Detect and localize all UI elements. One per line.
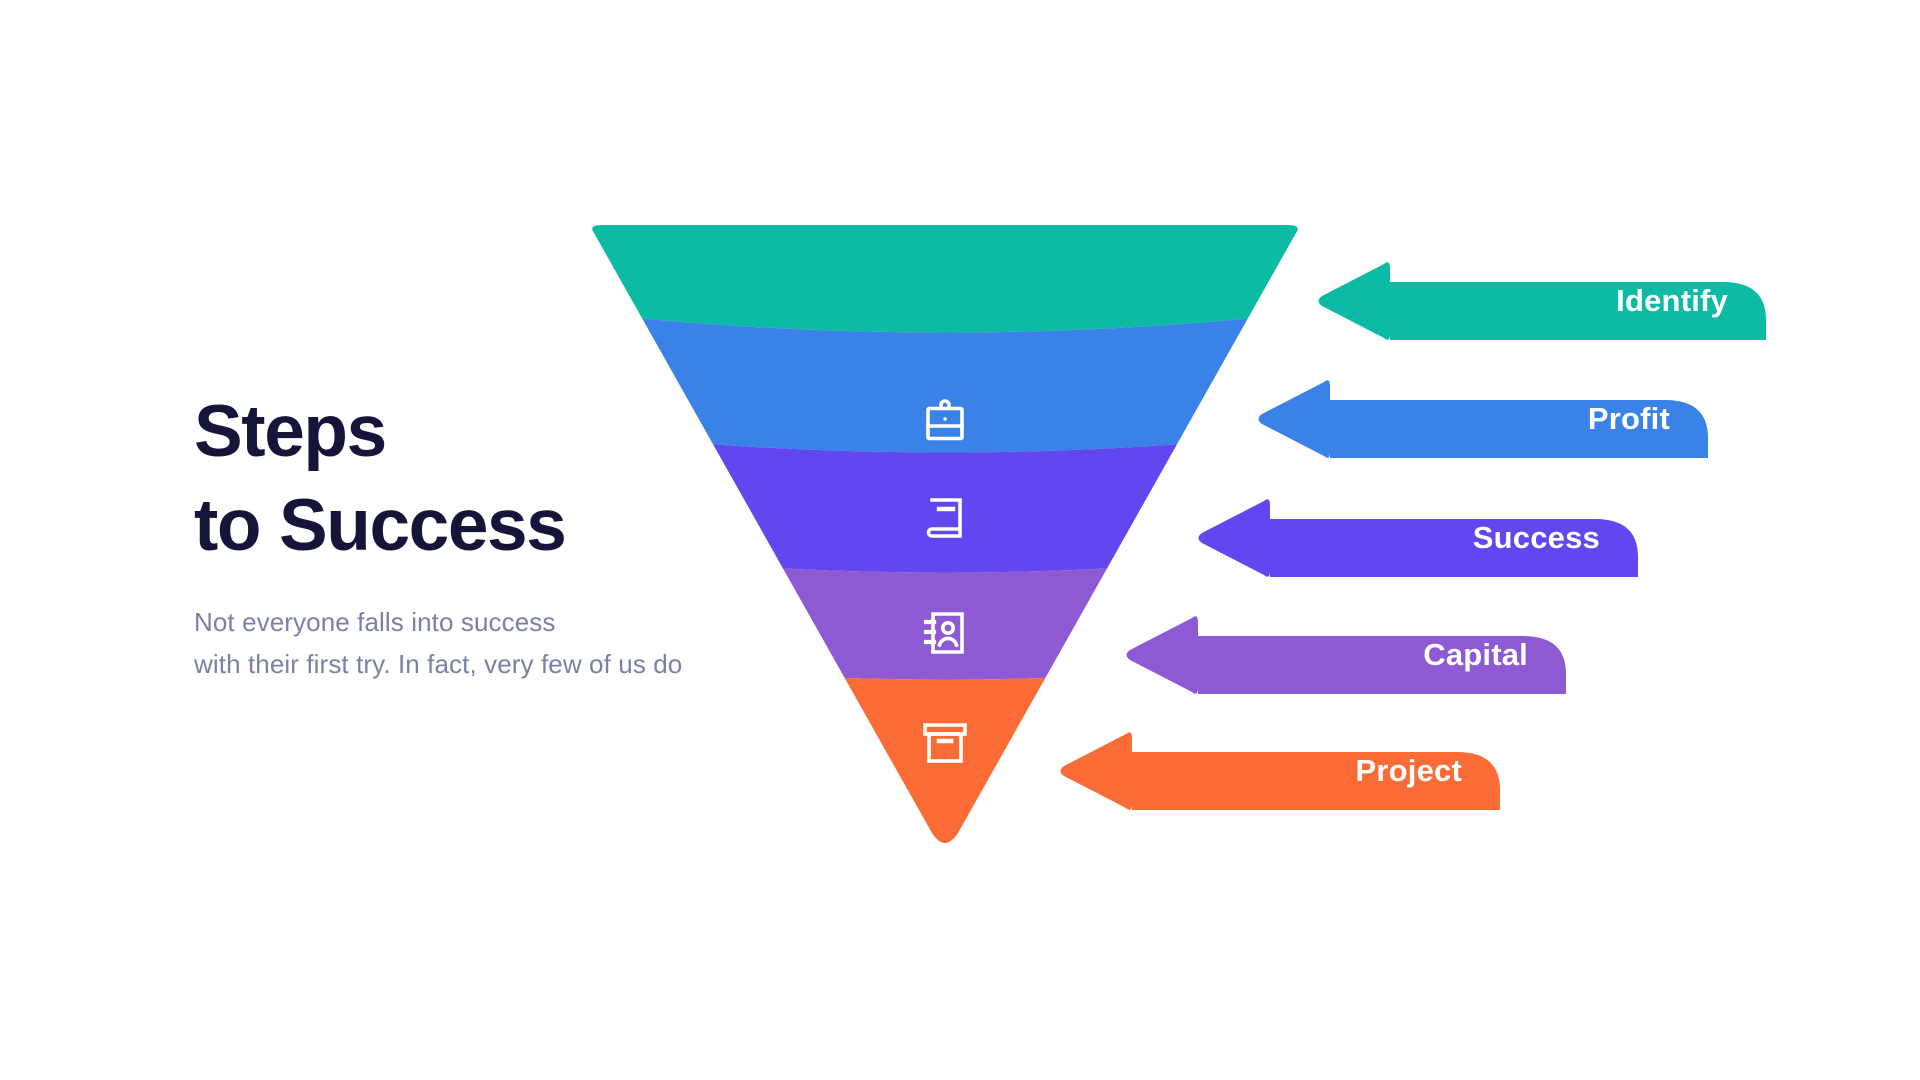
arrow-label-capital: Capital bbox=[1423, 637, 1528, 672]
page-title: Steps to Success bbox=[194, 391, 567, 566]
arrow-profit[interactable]: Profit bbox=[1258, 380, 1708, 458]
arrow-label-identify: Identify bbox=[1616, 283, 1728, 318]
text-block: Steps to Success Not everyone falls into… bbox=[194, 385, 814, 685]
page-subtitle: Not everyone falls into success with the… bbox=[194, 607, 683, 679]
arrow-success[interactable]: Success bbox=[1198, 499, 1638, 577]
funnel-band-identify[interactable] bbox=[580, 225, 1310, 333]
funnel-band-profit[interactable] bbox=[580, 310, 1310, 453]
arrow-label-profit: Profit bbox=[1587, 401, 1670, 436]
arrow-label-success: Success bbox=[1472, 520, 1600, 555]
arrow-identify[interactable]: Identify bbox=[1318, 262, 1766, 340]
funnel-chart bbox=[580, 225, 1310, 882]
arrow-capital[interactable]: Capital bbox=[1126, 616, 1566, 694]
arrow-label-project: Project bbox=[1355, 753, 1462, 788]
arrow-project[interactable]: Project bbox=[1060, 732, 1500, 810]
